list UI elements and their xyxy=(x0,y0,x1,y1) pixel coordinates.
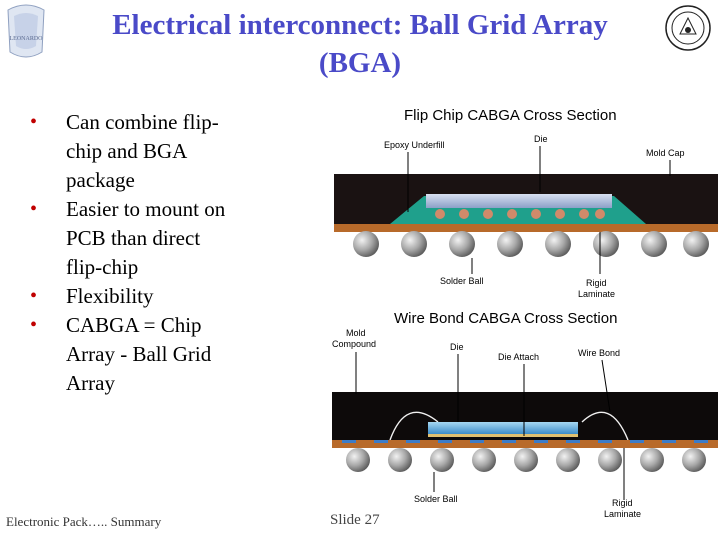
label-compound: Compound xyxy=(332,339,376,349)
bullet-marker-icon: • xyxy=(30,314,38,336)
label-solder-ball-2: Solder Ball xyxy=(414,494,458,504)
label-rigid-2: Rigid xyxy=(612,498,633,508)
bullet-item: •Can combine flip-chip and BGA package xyxy=(30,110,219,192)
rigid-laminate xyxy=(334,224,718,232)
university-logo-left-icon: LEONARDO xyxy=(7,4,45,58)
laminate-pads xyxy=(342,440,708,443)
flip-chip-heading: Flip Chip CABGA Cross Section xyxy=(404,107,617,124)
bullet-marker-icon: • xyxy=(30,285,38,307)
label-solder-ball: Solder Ball xyxy=(440,276,484,286)
wire-bond-leader-lines xyxy=(355,352,625,500)
bullet-item: •CABGA = Chip Array - Ball Grid Array xyxy=(30,313,212,395)
bullet-marker-icon: • xyxy=(30,111,38,133)
label-mold-cap: Mold Cap xyxy=(646,148,685,158)
svg-text:LEONARDO: LEONARDO xyxy=(10,36,44,42)
label-laminate-2: Laminate xyxy=(604,509,641,519)
label-die-2: Die xyxy=(450,342,464,352)
flip-chip-solder-balls xyxy=(353,231,709,257)
bullet-item: •Flexibility xyxy=(30,282,240,311)
label-die: Die xyxy=(534,134,548,144)
label-laminate: Laminate xyxy=(578,289,615,299)
wire-bond-solder-balls xyxy=(346,448,706,472)
bond-wires xyxy=(389,411,629,441)
die-attach xyxy=(428,434,578,437)
wire-bond-die xyxy=(428,422,578,434)
flip-chip-die xyxy=(426,194,612,208)
footer-text: Electronic Pack….. Summary xyxy=(6,514,162,529)
bullet-marker-icon: • xyxy=(30,198,38,220)
university-seal-icon xyxy=(665,5,711,51)
bullet-list: •Can combine flip-chip and BGA package •… xyxy=(30,108,240,398)
cabga-cross-section-figure: Flip Chip CABGA Cross Section Epoxy Unde… xyxy=(332,107,718,519)
flip-chip-bumps xyxy=(435,209,605,219)
label-epoxy-underfill: Epoxy Underfill xyxy=(384,140,445,150)
slide-number: Slide 27 xyxy=(330,512,380,528)
label-rigid: Rigid xyxy=(586,278,607,288)
label-mold: Mold xyxy=(346,328,366,338)
label-wire-bond: Wire Bond xyxy=(578,348,620,358)
bullet-item: •Easier to mount on PCB than direct flip… xyxy=(30,197,226,279)
rigid-laminate-2 xyxy=(332,440,718,448)
wire-bond-heading: Wire Bond CABGA Cross Section xyxy=(394,310,617,327)
slide-title: Electrical interconnect: Ball Grid Array… xyxy=(112,9,608,79)
flip-chip-leader-lines xyxy=(407,146,671,274)
label-die-attach: Die Attach xyxy=(498,352,539,362)
